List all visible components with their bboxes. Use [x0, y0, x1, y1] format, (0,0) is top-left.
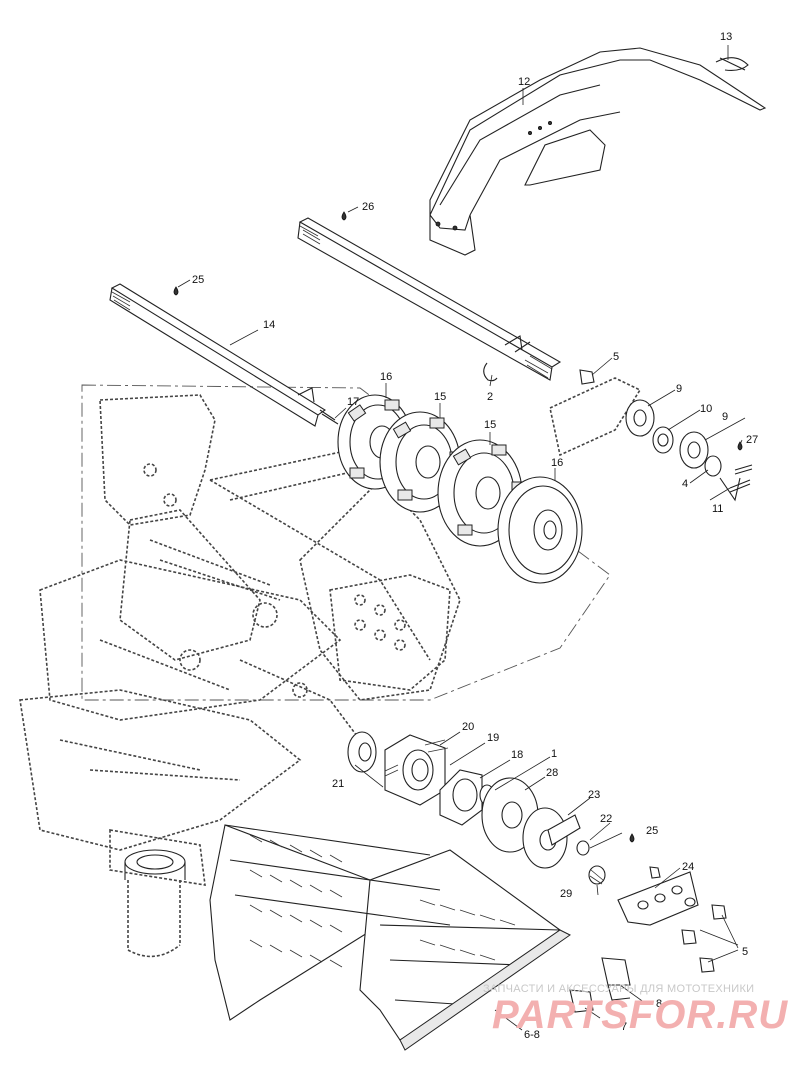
- callout-27: 27: [746, 434, 758, 446]
- callout-21: 21: [332, 778, 344, 790]
- watermark: ЗАПЧАСТИ И АКСЕССУАРЫ ДЛЯ МОТОТЕХНИКИ PA…: [483, 983, 788, 1037]
- callout-5-bottom: 5: [742, 946, 748, 958]
- callout-23: 23: [588, 789, 600, 801]
- callout-24: 24: [682, 861, 694, 873]
- leader-lines: [177, 45, 746, 1031]
- callout-13: 13: [720, 31, 732, 43]
- callout-29: 29: [560, 888, 572, 900]
- callout-18: 18: [511, 749, 523, 761]
- callout-16b: 16: [551, 457, 563, 469]
- mount-plate: [617, 866, 727, 973]
- callout-11: 11: [712, 503, 723, 515]
- callout-25: 25: [192, 274, 204, 286]
- callout-22: 22: [600, 813, 612, 825]
- upper-drive-shaft: [297, 217, 562, 382]
- hairpin-clip: [715, 57, 749, 71]
- track-belt: [209, 824, 571, 1051]
- callout-9-left: 9: [676, 383, 682, 395]
- upper-bearing-flange: [549, 369, 753, 502]
- callout-26: 26: [362, 201, 374, 213]
- callout-6-8: 6-8: [524, 1029, 540, 1041]
- callout-14: 14: [263, 319, 275, 331]
- callout-1: 1: [551, 748, 557, 760]
- callout-25b: 25: [646, 825, 658, 837]
- callout-28: 28: [546, 767, 558, 779]
- callout-10: 10: [700, 403, 712, 415]
- callout-4: 4: [682, 478, 688, 490]
- callout-16: 16: [380, 371, 392, 383]
- callout-7: 7: [621, 1021, 627, 1033]
- callout-19: 19: [487, 732, 499, 744]
- callout-15: 15: [434, 391, 446, 403]
- track-clips: [569, 957, 631, 1013]
- callout-15b: 15: [484, 419, 496, 431]
- callout-9-right: 9: [722, 411, 728, 423]
- lower-drive-shaft: [109, 283, 339, 427]
- grease-drops: [173, 211, 743, 843]
- callout-2: 2: [487, 391, 493, 403]
- watermark-tagline: ЗАПЧАСТИ И АКСЕССУАРЫ ДЛЯ МОТОТЕХНИКИ: [483, 983, 754, 995]
- callout-12: 12: [518, 76, 530, 88]
- callout-5-top: 5: [613, 351, 619, 363]
- idler-wheel-16b: [497, 476, 583, 584]
- lower-bearing-stack: [347, 731, 606, 885]
- bumper-handle: [429, 47, 767, 256]
- callout-20: 20: [462, 721, 474, 733]
- callout-17: 17: [347, 396, 359, 408]
- callouts: 12 13 26 25 14 16 15 17 2 5 9 10 9 27 15…: [192, 31, 758, 1041]
- callout-8: 8: [656, 998, 662, 1010]
- chassis-frame: [19, 384, 611, 958]
- watermark-logo: PARTSFOR.RU: [492, 993, 788, 1037]
